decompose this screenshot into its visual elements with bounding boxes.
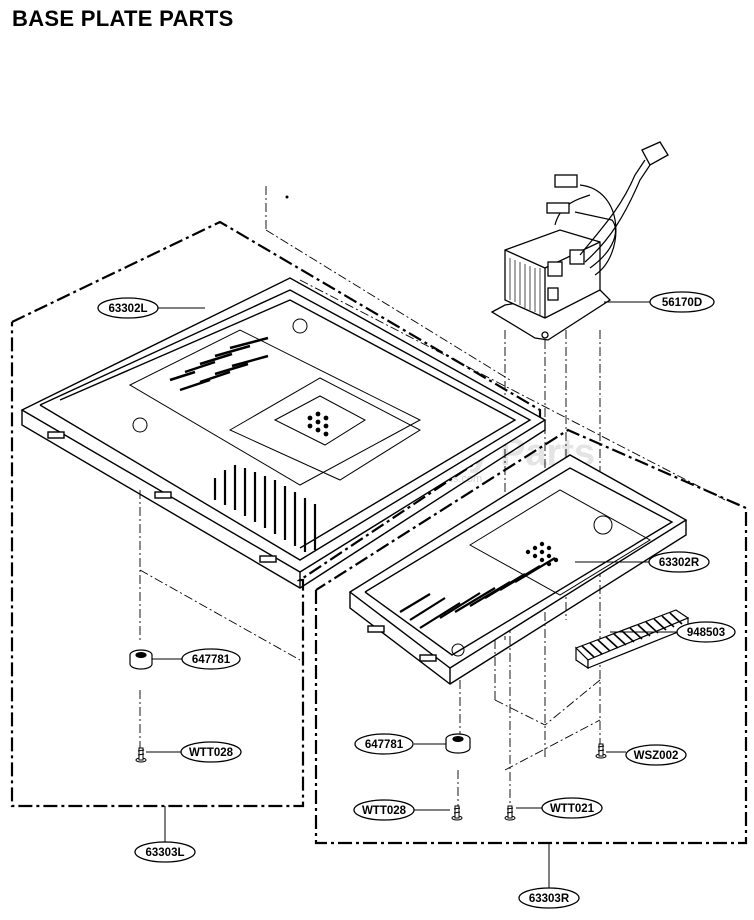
label-WTT028-right[interactable]: WTT028 — [353, 799, 415, 821]
label-647781-right-text: 647781 — [365, 739, 404, 751]
page-title: BASE PLATE PARTS — [12, 6, 234, 31]
label-948503[interactable]: 948503 — [676, 621, 736, 643]
label-647781-left-text: 647781 — [192, 654, 231, 666]
label-WTT021[interactable]: WTT021 — [541, 797, 603, 819]
right-screw-wtt021-component — [504, 805, 516, 821]
label-56170D-text: 56170D — [662, 297, 702, 309]
label-WSZ002-text: WSZ002 — [634, 750, 679, 762]
label-63302R-text: 63302R — [659, 557, 700, 569]
left-screw-component — [135, 747, 147, 763]
wsz002-screw-component — [595, 743, 607, 759]
label-63302L-text: 63302L — [108, 303, 147, 315]
leader-lines — [146, 301, 677, 888]
label-56170D[interactable]: 56170D — [649, 291, 715, 313]
right-foot-component — [445, 733, 471, 754]
transformer-component — [490, 141, 669, 341]
label-63302R[interactable]: 63302R — [648, 551, 710, 573]
label-WSZ002[interactable]: WSZ002 — [625, 744, 687, 766]
label-63303L-text: 63303L — [145, 847, 184, 859]
label-647781-right[interactable]: 647781 — [354, 733, 414, 755]
label-63302L[interactable]: 63302L — [97, 297, 159, 319]
label-WTT028-left-text: WTT028 — [189, 747, 234, 759]
filter-strip-component — [574, 609, 690, 670]
label-63303L[interactable]: 63303L — [134, 841, 196, 863]
left-base-plate — [20, 277, 547, 589]
right-screw-wtt028-component — [451, 805, 463, 821]
label-WTT028-left[interactable]: WTT028 — [180, 741, 242, 763]
label-647781-left[interactable]: 647781 — [181, 648, 241, 670]
label-63303R[interactable]: 63303R — [518, 887, 580, 909]
right-base-plate — [348, 454, 688, 685]
label-63303R-text: 63303R — [529, 893, 570, 905]
label-948503-text: 948503 — [687, 627, 725, 639]
label-WTT028-right-text: WTT028 — [362, 805, 407, 817]
left-foot-component — [129, 649, 153, 670]
right-assembly-boundary — [314, 428, 748, 845]
label-WTT021-text: WTT021 — [550, 803, 595, 815]
